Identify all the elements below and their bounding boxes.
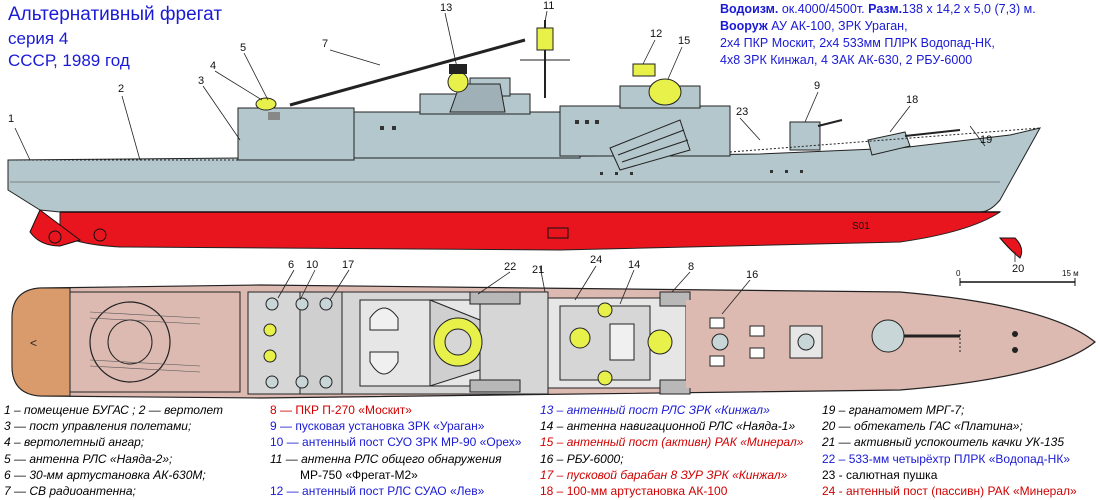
- disp-label: Водоизм.: [720, 2, 779, 16]
- legend-item: 10 — антенный пост СУО ЗРК МР-90 «Орех»: [270, 435, 522, 450]
- legend-item: 11 — антенна РЛС общего обнаружения: [270, 451, 502, 466]
- legend-item: 4 – вертолетный ангар;: [4, 435, 145, 450]
- legend-item: 23 - салютная пушка: [822, 467, 938, 482]
- scale-start: 0: [956, 269, 961, 278]
- svg-text:<: <: [30, 336, 37, 350]
- gun-ak100: [867, 131, 911, 156]
- callout-side-15: 15: [678, 35, 690, 47]
- legend-item: 6 — 30-мм артустановка АК-630М;: [4, 467, 206, 482]
- callout-top-16: 16: [746, 269, 758, 281]
- legend-item: 16 – РБУ-6000;: [540, 451, 624, 466]
- legend-item: 12 — антенный пост РЛС СУАО «Лев»: [270, 484, 485, 499]
- spec-armament-3: 4х8 ЗРК Кинжал, 4 ЗАК АК-630, 2 РБУ-6000: [720, 53, 973, 67]
- legend-item: 14 – антенна навигационной РЛС «Наяда-1»: [540, 419, 796, 434]
- callout-side-2: 2: [118, 83, 124, 95]
- callout-side-20: 20: [1012, 263, 1024, 275]
- scale-bar: 0 15 м: [956, 269, 1079, 286]
- legend-column-4: 19 – гранатомет МРГ-7; 20 — обтекатель Г…: [822, 402, 1077, 499]
- callout-top-10: 10: [306, 259, 318, 271]
- callout-side-11: 11: [543, 0, 554, 12]
- boat-port: [369, 307, 399, 331]
- ship-drawing: S01: [7, 0, 1096, 399]
- callout-side-12: 12: [650, 28, 662, 40]
- legend-column-1: 1 – помещение БУГАС ; 2 — вертолет 3 — п…: [4, 402, 223, 499]
- callout-side-1: 1: [8, 113, 14, 125]
- title: Альтернативный фрегат: [8, 4, 223, 25]
- dome-15: [648, 78, 682, 106]
- legend-item: 17 – пусковой барабан 8 ЗУР ЗРК «Кинжал»: [540, 467, 788, 482]
- dims-label: Разм.: [868, 2, 903, 16]
- callout-side-4: 4: [210, 60, 216, 72]
- legend-item: МР-750 «Фрегат-М2»: [300, 467, 418, 482]
- callout-side-19: 19: [980, 134, 992, 146]
- superstructure-main: [353, 111, 581, 159]
- spec-armament-2: 2х4 ПКР Москит, 2х4 533мм ПЛРК Водопад-Н…: [720, 36, 995, 50]
- callout-top-17: 17: [342, 259, 354, 271]
- hull-number: S01: [852, 221, 870, 232]
- disp-value: ок.4000/4500т.: [781, 2, 865, 16]
- callout-side-23: 23: [736, 106, 748, 118]
- legend-item: 9 — пусковая установка ЗРК «Ураган»: [270, 419, 485, 434]
- dims-value: 138 х 14,2 х 5,0 (7,3) м.: [902, 2, 1036, 16]
- missile-launcher: [609, 119, 691, 171]
- legend-column-3: 13 – антенный пост РЛС ЗРК «Кинжал» 14 –…: [540, 402, 803, 499]
- legend-item: 13 – антенный пост РЛС ЗРК «Кинжал»: [540, 403, 770, 417]
- callout-side-5: 5: [240, 42, 246, 54]
- spec-armament-1: Вооруж АУ АК-100, ЗРК Ураган,: [720, 19, 908, 33]
- callout-side-3: 3: [198, 75, 204, 87]
- callout-side-18: 18: [906, 94, 918, 106]
- legend-item: 3 — пост управления полетами;: [4, 419, 192, 434]
- arm-label: Вооруж: [720, 19, 768, 33]
- legend-item: 8 — ПКР П-270 «Москит»: [270, 403, 412, 417]
- top-gun-ak100: [871, 319, 905, 353]
- legend-item: 19 – гранатомет МРГ-7;: [822, 403, 965, 417]
- callout-top-14: 14: [628, 259, 640, 271]
- legend-item: 24 - антенный пост (пассивн) РАК «Минера…: [822, 484, 1077, 499]
- legend-item: 22 – 533-мм четырёхтр ПЛРК «Водопад-НК»: [822, 451, 1070, 466]
- callout-top-6: 6: [288, 259, 294, 271]
- subtitle-series: серия 4: [8, 29, 69, 48]
- legend-item: 1 – помещение БУГАС ; 2 — вертолет: [4, 403, 224, 417]
- boat-stbd: [369, 351, 399, 375]
- callout-top-21: 21: [532, 264, 544, 276]
- spec-displacement-dimensions: Водоизм. ок.4000/4500т. Разм.138 х 14,2 …: [720, 2, 1036, 16]
- arm-line1: АУ АК-100, ЗРК Ураган,: [771, 19, 908, 33]
- legend-item: 21 — активный успокоитель качки УК-135: [822, 435, 1065, 450]
- hangar: [237, 107, 355, 161]
- helipad: [89, 301, 171, 383]
- callout-top-22: 22: [504, 261, 516, 273]
- legend-column-2: 8 — ПКР П-270 «Москит» 9 — пусковая уста…: [270, 402, 521, 499]
- sonar-dome: [998, 237, 1023, 259]
- legend-item: 5 — антенна РЛС «Наяда-2»;: [4, 451, 173, 466]
- legend-item: 18 – 100-мм артустановка АК-100: [540, 484, 728, 499]
- legend-item: 15 – антенный пост (активн) РАК «Минерал…: [540, 435, 804, 450]
- legend-item: 7 — СВ радиоантенна;: [4, 484, 136, 499]
- callout-side-7: 7: [322, 38, 328, 50]
- callout-side-13: 13: [440, 2, 452, 14]
- callout-top-8: 8: [688, 261, 694, 273]
- dome-13: [447, 71, 469, 93]
- subtitle-country-year: СССР, 1989 год: [8, 51, 130, 70]
- callout-side-9: 9: [814, 80, 820, 92]
- legend-item: 20 — обтекатель ГАС «Платина»;: [822, 419, 1023, 434]
- callout-top-24: 24: [590, 254, 602, 266]
- scale-end: 15 м: [1062, 269, 1079, 278]
